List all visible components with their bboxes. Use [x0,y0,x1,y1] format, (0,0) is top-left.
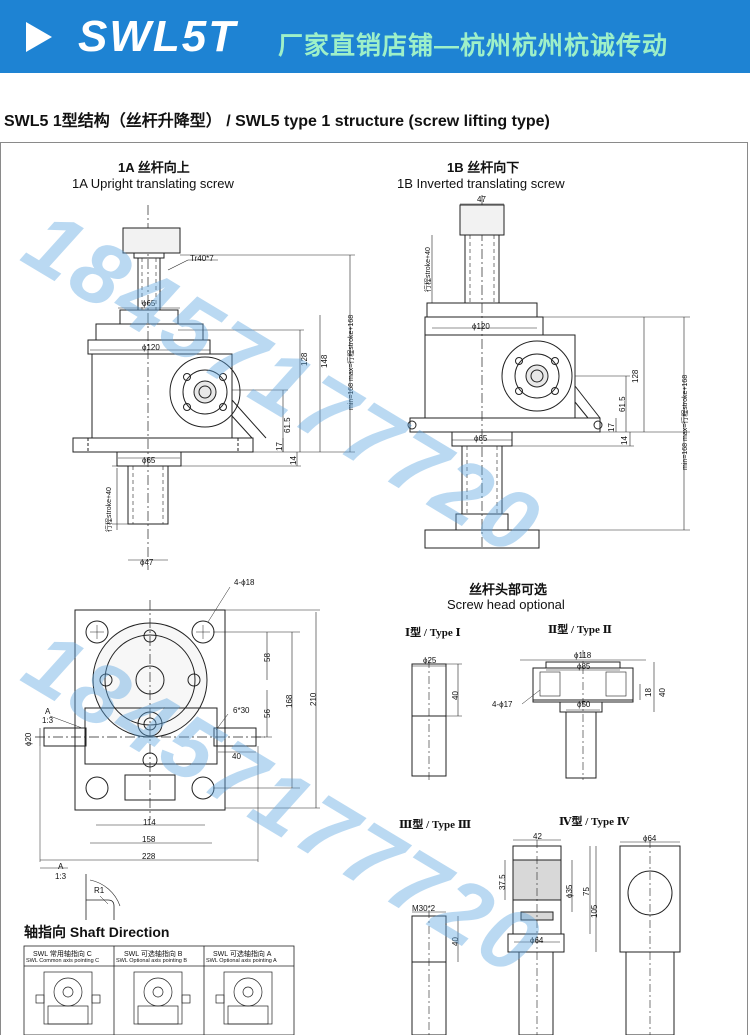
type2-drawing [520,650,655,780]
shaft-direction-title: 轴指向 Shaft Direction [24,924,170,940]
type3-label: Ⅲ型 / Type Ⅲ [399,819,472,831]
dim-type4-105: 105 [590,904,599,918]
shop-slogan: 厂家直销店铺—杭州杭州杭诚传动 [278,32,669,60]
dim-1a-14: 14 [289,456,298,465]
dim-r1: R1 [94,886,105,895]
dim-228: 228 [142,852,156,861]
dim-top-40: 40 [232,752,241,761]
detail-a-scale: 1:3 [42,716,54,725]
dim-114: 114 [143,818,156,827]
shaft-b-cn: SWL 可选轴指向 B [124,951,183,958]
shaft-a-en: SWL Optional axis pointing A [206,958,277,964]
shaft-c-en: SWL Common axis pointing C [26,958,100,964]
dim-type4-75: 75 [582,887,591,896]
dim-top-210: 210 [309,692,318,706]
dim-type4-d35: ϕ35 [565,884,574,898]
dim-type2-d85: ϕ85 [577,662,591,671]
dim-1b-128: 128 [631,369,640,383]
model-name: SWL5T [78,12,238,61]
dim-1b-stroke: 行程stroke+40 [425,247,432,292]
view-1b-title-cn: 1B 丝杆向下 [447,160,520,175]
play-triangle-icon [26,22,52,52]
dim-type2-18: 18 [644,688,653,697]
shaft-direction-drawings [23,945,295,1035]
screw-head-title-en: Screw head optional [447,597,565,612]
dim-1a-d65-top: ϕ65 [142,299,156,308]
type2-label: Ⅱ型 / Type Ⅱ [548,624,612,636]
dim-1a-d65-bottom: ϕ65 [142,456,156,465]
type4-drawing-side [619,840,681,1035]
view-1a-drawing [72,205,355,570]
dim-type1-40: 40 [451,691,460,700]
dim-type3-m30: M30*2 [412,904,436,913]
section-title: SWL5 1型结构（丝杆升降型） / SWL5 type 1 structure… [4,113,550,130]
dim-1b-d65: ϕ65 [474,434,488,443]
dim-1b-14: 14 [620,436,629,445]
dim-1a-stroke: 行程stroke+40 [106,487,113,532]
dim-type4-d64-left: ϕ64 [530,936,544,945]
dim-holes-18: 4-ϕ18 [234,578,255,587]
dim-1a-d47: ϕ47 [140,558,154,567]
type1-drawing [411,660,462,780]
dim-d20: ϕ20 [24,732,33,746]
shaft-b-en: SWL Optional axis pointing B [116,958,188,964]
detail-a-title-scale: 1:3 [55,872,67,881]
dim-1b-17: 17 [607,423,616,432]
dim-158: 158 [142,835,156,844]
dim-1b-47: 47 [477,195,486,204]
shaft-a-cn: SWL 可选轴指向 A [213,951,272,958]
type4-drawing-section [504,839,597,1035]
dim-1a-d120: ϕ120 [142,343,160,352]
dim-1b-d120: ϕ120 [472,322,490,331]
dim-type2-holes: 4-ϕ17 [492,700,513,709]
shaft-c-cn: SWL 常用轴指向 C [33,951,92,958]
view-1a-title-en: 1A Upright translating screw [72,176,234,191]
view-1b-title-en: 1B Inverted translating screw [397,176,565,191]
header-banner: SWL5T 厂家直销店铺—杭州杭州杭诚传动 [0,0,750,73]
detail-a-marker: A [45,707,51,716]
detail-a-title: A [58,862,64,871]
type4-label: Ⅳ型 / Type Ⅳ [559,816,630,828]
view-top-drawing [35,586,320,920]
dim-1b-61-5: 61.5 [618,396,627,412]
dim-tr40: Tr40*7 [190,254,214,263]
type1-label: Ⅰ型 / Type Ⅰ [405,627,461,639]
dim-key: 6*30 [233,706,250,715]
dim-type4-42: 42 [533,832,542,841]
dim-top-168: 168 [285,694,294,708]
dim-top-58: 58 [263,653,272,662]
dim-top-56: 56 [263,709,272,718]
dim-type2-40: 40 [658,688,667,697]
view-1a-title-cn: 1A 丝杆向上 [118,160,190,175]
dim-type4-d64-right: ϕ64 [643,834,657,843]
drawing-frame [0,142,748,1035]
dim-1a-17: 17 [275,442,284,451]
dim-type2-d118: ϕ118 [574,651,592,660]
view-1b-drawing [407,195,690,550]
dim-type2-d50: ϕ50 [577,700,591,709]
screw-head-title-cn: 丝杆头部可选 [469,582,548,597]
dim-type1-d25: ϕ25 [423,656,437,665]
type3-drawing [411,910,459,1035]
dim-1b-minmax: min=168 max=行程stroke+168 [682,374,689,470]
